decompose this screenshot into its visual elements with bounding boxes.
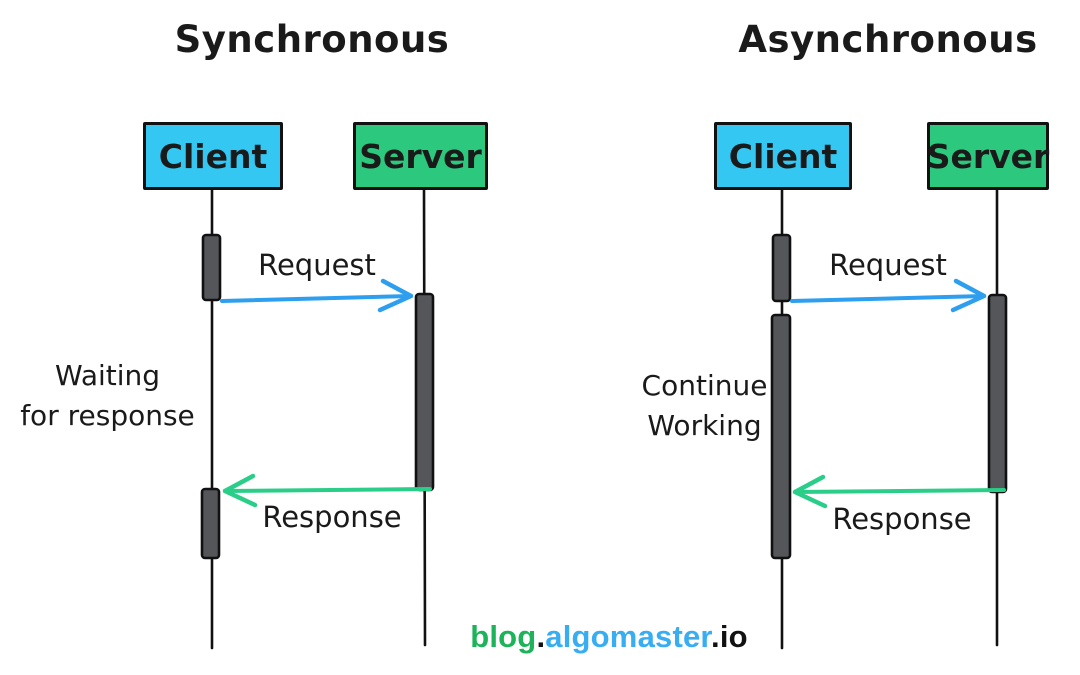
sync-response-arrow [222, 473, 432, 508]
async-note: Continue Working [612, 366, 797, 446]
sync-response-label: Response [262, 500, 402, 534]
async-client-label: Client [728, 136, 838, 176]
branding-dot-2: . [710, 619, 720, 654]
async-response-label: Response [832, 502, 972, 536]
sync-title: Synchronous [174, 18, 450, 61]
async-title: Asynchronous [738, 18, 1038, 61]
async-server-activation-bar [987, 293, 1008, 494]
sync-client-activation-bar-1 [201, 233, 222, 302]
async-client-box: Client [714, 122, 852, 190]
branding-url: blog.algomaster.io [409, 619, 809, 655]
async-note-line-2: Working [647, 409, 762, 442]
sync-note: Waiting for response [10, 356, 205, 436]
branding-dot-1: . [536, 619, 546, 654]
sync-client-box: Client [143, 122, 283, 190]
sync-request-arrow [220, 278, 414, 313]
async-note-line-1: Continue [641, 369, 768, 402]
async-request-label: Request [829, 248, 947, 282]
branding-tld: io [719, 619, 748, 654]
sync-server-activation-bar [414, 292, 435, 492]
async-request-arrow [790, 278, 987, 313]
async-server-box: Server [927, 122, 1049, 190]
sync-request-label: Request [258, 248, 376, 282]
sync-client-activation-bar-2 [200, 487, 221, 560]
sync-note-line-1: Waiting [54, 359, 161, 392]
sync-server-box: Server [353, 122, 488, 190]
sync-server-label: Server [359, 136, 482, 176]
async-server-label: Server [926, 136, 1050, 176]
sync-client-label: Client [158, 136, 268, 176]
async-client-activation-bar-2 [770, 313, 792, 560]
async-response-arrow [792, 474, 1006, 509]
async-client-activation-bar-1 [771, 233, 792, 303]
branding-blog: blog [470, 619, 537, 654]
sync-note-line-2: for response [20, 399, 195, 432]
branding-site: algomaster [545, 619, 711, 654]
